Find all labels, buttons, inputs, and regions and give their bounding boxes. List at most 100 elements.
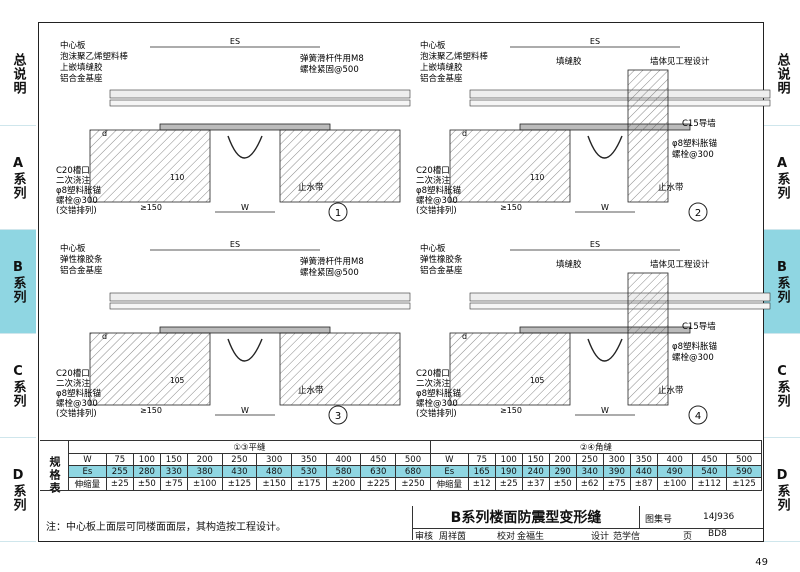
concrete-slab-right <box>279 129 401 203</box>
floor-layer <box>469 99 771 107</box>
table-cell: ±175 <box>291 477 327 491</box>
es-label: ES <box>590 37 600 46</box>
label-left: 铝合金基座 <box>60 73 103 84</box>
tab-general[interactable]: 总说明 <box>0 22 36 126</box>
label-bottom-left: C20槽口 <box>416 165 450 176</box>
label-right: 螺栓紧固@500 <box>300 267 359 278</box>
concrete-slab-right <box>279 332 401 406</box>
anchor-label: φ8塑料胀锚 <box>672 138 718 149</box>
tab-c-series-r[interactable]: C系列 <box>764 334 800 438</box>
page-number: 49 <box>755 557 768 568</box>
table-cell: 590 <box>726 465 762 478</box>
table-cell: 350 <box>291 453 327 466</box>
label-left: 铝合金基座 <box>60 265 103 276</box>
table-cell: 400 <box>656 453 693 466</box>
table-cell: 75 <box>467 453 496 466</box>
water-stop <box>587 135 623 159</box>
tab-b-series[interactable]: B系列 <box>0 230 36 334</box>
water-stop-label: 止水带 <box>658 182 684 193</box>
detail-number: 2 <box>695 208 701 219</box>
concrete-slab-left <box>89 129 211 203</box>
table-cell: 630 <box>360 465 397 478</box>
tab-a-series-r[interactable]: A系列 <box>764 126 800 230</box>
concrete-slab-left <box>89 332 211 406</box>
guide-wall <box>627 69 669 203</box>
center-plate <box>159 326 331 334</box>
row-label: W <box>68 453 107 466</box>
row-label: Es <box>429 465 469 478</box>
table-cell: 680 <box>395 465 431 478</box>
w-label: W <box>601 203 609 212</box>
es-label: ES <box>590 240 600 249</box>
label-left: 中心板 <box>60 243 86 254</box>
drawing-frame <box>38 22 764 542</box>
label-left: 铝合金基座 <box>420 73 463 84</box>
tab-d-series-r[interactable]: D系列 <box>764 438 800 542</box>
table-cell: 190 <box>494 465 523 478</box>
anchor-label: 螺栓@300 <box>672 149 714 160</box>
row-label: 伸缩量 <box>429 477 469 491</box>
fill-label: 填缝胶 <box>556 259 582 270</box>
label-left: 弹性橡胶条 <box>420 254 463 265</box>
tab-a-series[interactable]: A系列 <box>0 126 36 230</box>
table-cell: ±225 <box>360 477 397 491</box>
label-bottom-left: 二次浇注 <box>416 378 451 389</box>
tab-d-series[interactable]: D系列 <box>0 438 36 542</box>
table-cell: ±25 <box>105 477 134 491</box>
detail-number-circle <box>328 405 348 425</box>
detail-number-circle <box>688 202 708 222</box>
table-cell: 440 <box>629 465 658 478</box>
table-cell: 300 <box>256 453 292 466</box>
label-bottom-left: 螺栓@300 <box>416 195 458 206</box>
label-right: 弹簧滑杆件用M8 <box>300 256 364 267</box>
table-cell: 540 <box>691 465 728 478</box>
label-bottom-left: 二次浇注 <box>56 175 91 186</box>
tab-c-series[interactable]: C系列 <box>0 334 36 438</box>
table-cell: 280 <box>132 465 161 478</box>
table-cell: ±12 <box>467 477 496 491</box>
label-bottom-left: C20槽口 <box>56 165 90 176</box>
tab-b-series-r[interactable]: B系列 <box>764 230 800 334</box>
center-plate <box>519 123 691 131</box>
table-cell: ±200 <box>325 477 362 491</box>
guide-wall <box>627 272 669 406</box>
table-cell: 500 <box>726 453 762 466</box>
table-cell: 240 <box>521 465 550 478</box>
row-label: Es <box>68 465 107 478</box>
table-cell: 75 <box>105 453 134 466</box>
water-stop <box>227 135 263 159</box>
anchor-label: 螺栓@300 <box>672 352 714 363</box>
es-label: ES <box>230 37 240 46</box>
water-stop-label: 止水带 <box>298 182 324 193</box>
w-label: W <box>241 203 249 212</box>
guide-wall-label: C15导墙 <box>682 321 716 332</box>
label-bottom-left: 螺栓@300 <box>56 195 98 206</box>
label-bottom-left: φ8塑料胀锚 <box>416 185 462 196</box>
table-cell: 340 <box>575 465 604 478</box>
min-width-label: ≥150 <box>140 203 162 212</box>
table-cell: 430 <box>221 465 258 478</box>
depth-label: d <box>102 332 107 341</box>
tab-general-r[interactable]: 总说明 <box>764 22 800 126</box>
water-stop <box>587 338 623 362</box>
min-width-label: ≥150 <box>140 406 162 415</box>
title-block: B系列楼面防震型变形缝 图集号 14J936 审核 周祥茵 校对 金福生 设计 … <box>412 506 763 542</box>
table-cell: ±62 <box>575 477 604 491</box>
table-cell: 390 <box>602 465 631 478</box>
label-bottom-left: C20槽口 <box>56 368 90 379</box>
label-bottom-left: 螺栓@300 <box>56 398 98 409</box>
wall-label: 墙体见工程设计 <box>650 56 710 67</box>
label-left: 泡沫聚乙烯塑料棒 <box>420 51 489 62</box>
floor-layer <box>469 89 771 99</box>
w-label: W <box>601 406 609 415</box>
table-cell: ±250 <box>395 477 431 491</box>
table-cell: 580 <box>325 465 362 478</box>
drawing-title: B系列楼面防震型变形缝 <box>413 506 640 528</box>
table-cell: ±125 <box>726 477 762 491</box>
guide-wall-label: C15导墙 <box>682 118 716 129</box>
table-cell: ±25 <box>494 477 523 491</box>
table-cell: ±75 <box>602 477 631 491</box>
detail-number: 3 <box>335 411 341 422</box>
